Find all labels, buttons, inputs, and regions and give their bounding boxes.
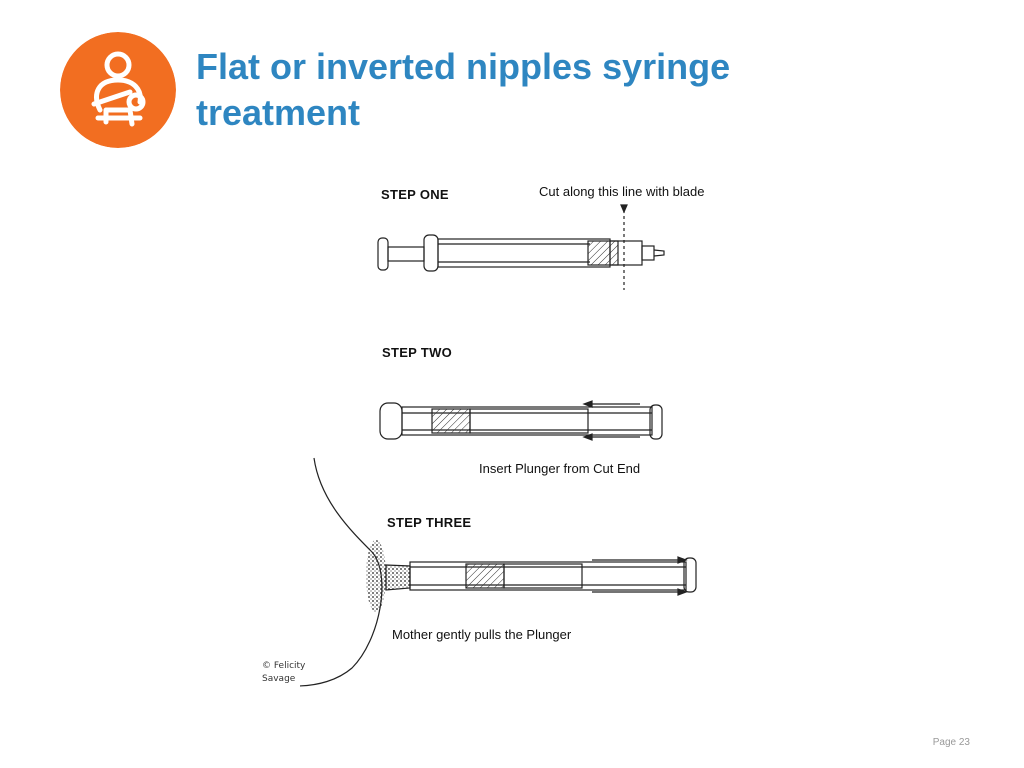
step-three-syringe	[385, 556, 697, 596]
mother-holding-baby-icon	[60, 32, 176, 148]
step-two-caption: Insert Plunger from Cut End	[479, 461, 641, 476]
title-line-2: treatment	[196, 92, 361, 133]
title-line-1: Flat or inverted nipples syringe	[196, 46, 731, 87]
step-one-caption: Cut along this line with blade	[539, 184, 705, 199]
step-two-label: STEP TWO	[382, 345, 453, 360]
syringe-illustration	[300, 204, 697, 687]
image-credit: © Felicity Savage	[262, 660, 332, 686]
step-three-label: STEP THREE	[387, 515, 472, 530]
step-one-syringe	[377, 204, 665, 290]
page-number: Page 23	[932, 737, 970, 748]
step-one-label: STEP ONE	[381, 187, 449, 202]
credit-line-2: Savage	[262, 674, 296, 684]
step-two-syringe	[379, 400, 663, 441]
credit-line-1: © Felicity	[262, 661, 306, 671]
step-three-caption: Mother gently pulls the Plunger	[392, 627, 572, 642]
nipple-areola	[366, 540, 386, 612]
page-title: Flat or inverted nipples syringe treatme…	[196, 44, 836, 136]
